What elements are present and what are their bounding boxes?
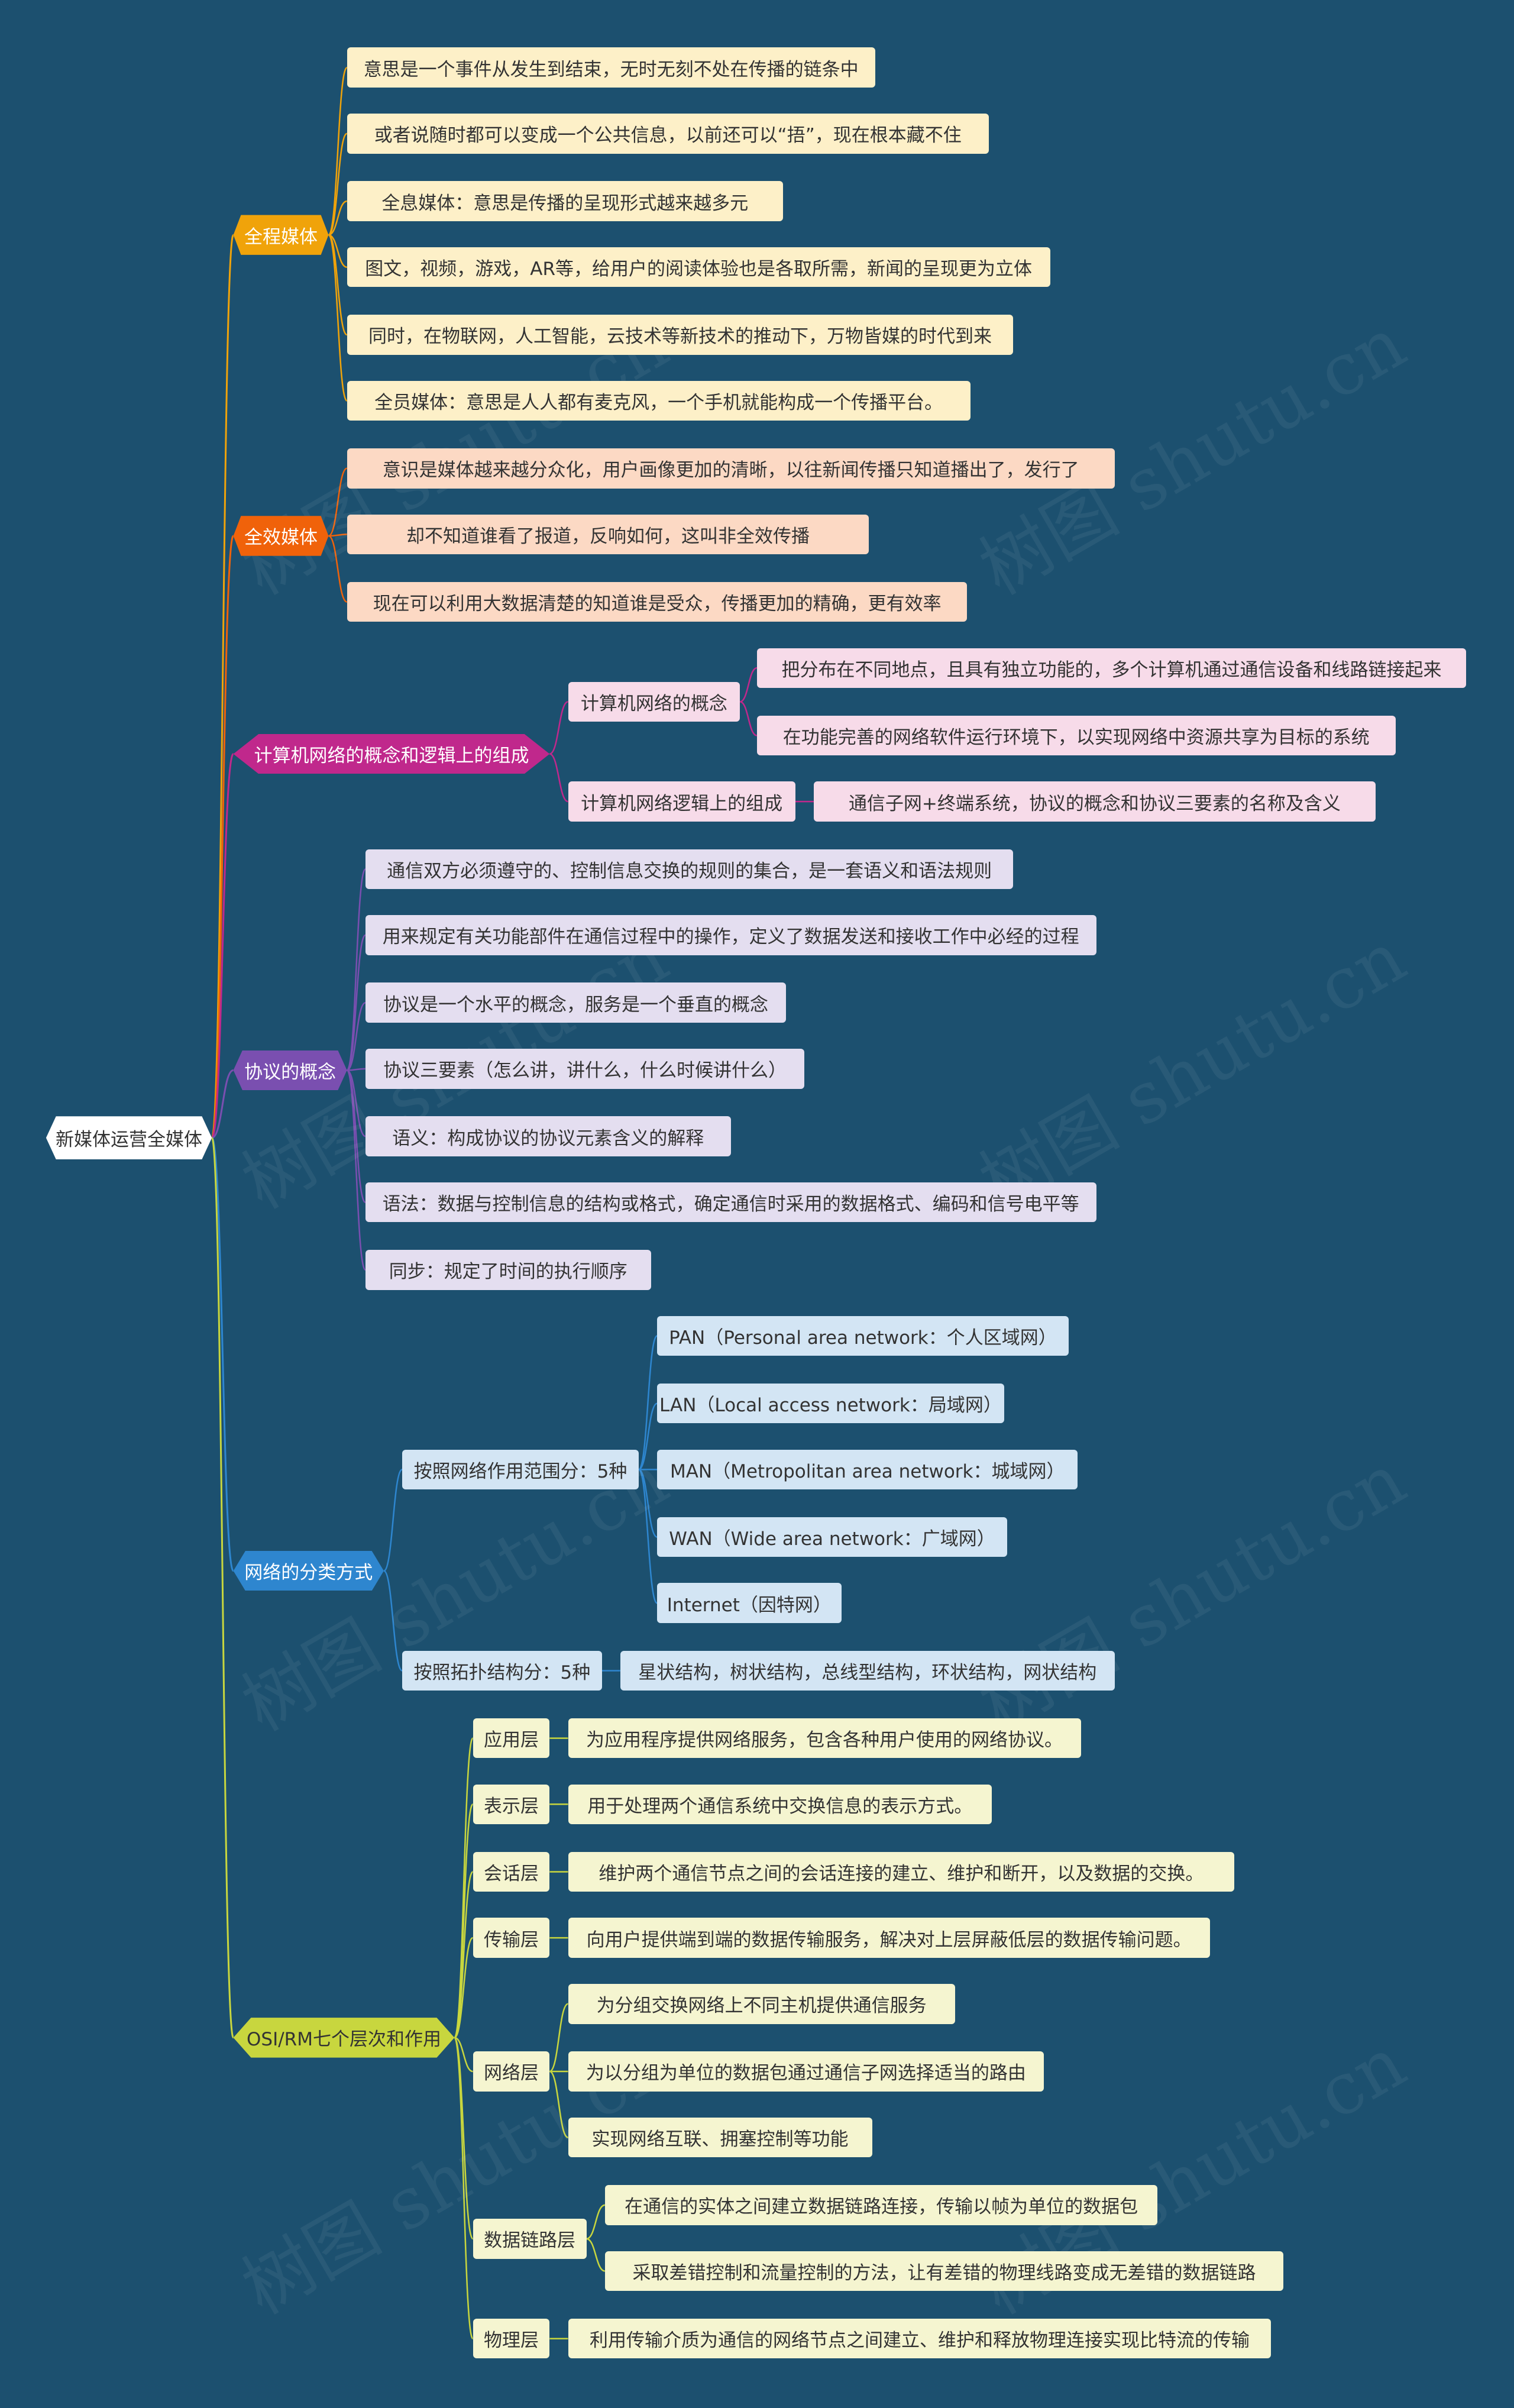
b1-item-6[interactable]: 全员媒体：意思是人人都有麦克风，一个手机就能构成一个传播平台。 — [347, 380, 970, 421]
b4-item-5[interactable]: 语义：构成协议的协议元素含义的解释 — [365, 1116, 731, 1156]
b4-item-7[interactable]: 同步：规定了时间的执行顺序 — [365, 1250, 651, 1290]
connector-line — [549, 701, 569, 755]
osi-layer-2[interactable]: 表示层 — [473, 1784, 550, 1825]
connector-line — [454, 2037, 473, 2073]
connector-line — [638, 1402, 658, 1470]
b5-topology-item-1[interactable]: 星状结构，树状结构，总线型结构，环状结构，网状结构 — [620, 1650, 1115, 1691]
connector-line — [638, 1335, 658, 1470]
connector-line — [346, 1069, 367, 1271]
osi-layer-6-item-1[interactable]: 在通信的实体之间建立数据链路连接，传输以帧为单位的数据包 — [604, 2185, 1158, 2225]
b4-item-4[interactable]: 协议三要素（怎么讲，讲什么，什么时候讲什么） — [365, 1049, 805, 1089]
b4-item-3[interactable]: 协议是一个水平的概念，服务是一个垂直的概念 — [365, 982, 787, 1023]
branch-6[interactable]: OSI/RM七个层次和作用 — [233, 2018, 455, 2058]
b5-range-item-4[interactable]: WAN（Wide area network：广域网） — [657, 1517, 1007, 1557]
connector-line — [328, 66, 348, 236]
b5-sub-range[interactable]: 按照网络作用范围分：5种 — [402, 1449, 639, 1490]
connector-line — [328, 467, 348, 537]
connector-line — [454, 1803, 474, 2039]
connector-line — [586, 2238, 606, 2272]
osi-layer-7[interactable]: 物理层 — [473, 2318, 550, 2359]
connector-line — [211, 753, 235, 1139]
connector-line — [328, 234, 348, 268]
branch-1[interactable]: 全程媒体 — [233, 215, 329, 255]
connector-line — [328, 132, 348, 236]
connector-line — [211, 1069, 234, 1139]
connector-line — [549, 2070, 569, 2138]
b4-item-1[interactable]: 通信双方必须遵守的、控制信息交换的规则的集合，是一套语义和语法规则 — [365, 849, 1014, 890]
connector-line — [454, 2037, 474, 2339]
connector-line — [454, 1871, 474, 2039]
osi-layer-4[interactable]: 传输层 — [473, 1918, 550, 1958]
connector-line — [328, 535, 348, 603]
b3-concept-item-2[interactable]: 在功能完善的网络软件运行环境下，以实现网络中资源共享为目标的系统 — [756, 715, 1396, 756]
b2-item-1[interactable]: 意识是媒体越来越分众化，用户画像更加的清晰，以往新闻传播只知道播出了，发行了 — [347, 448, 1115, 489]
b5-range-item-3[interactable]: MAN（Metropolitan area network：城域网） — [657, 1449, 1078, 1490]
root-node[interactable]: 新媒体运营全媒体 — [46, 1116, 212, 1159]
connector-line — [383, 1469, 403, 1572]
branch-5[interactable]: 网络的分类方式 — [233, 1550, 384, 1591]
branch-2[interactable]: 全效媒体 — [233, 516, 329, 556]
b3-composition-item-1[interactable]: 通信子网+终端系统，协议的概念和协议三要素的名称及含义 — [813, 781, 1376, 822]
connector-line — [638, 1469, 658, 1604]
connector-line — [346, 934, 367, 1071]
osi-layer-3-item-1[interactable]: 维护两个通信节点之间的会话连接的建立、维护和断开，以及数据的交换。 — [568, 1851, 1235, 1892]
connector-line — [328, 234, 348, 402]
branch-3[interactable]: 计算机网络的概念和逻辑上的组成 — [233, 733, 550, 774]
connector-line — [347, 1069, 366, 1137]
connector-line — [739, 667, 758, 703]
b3-sub-composition[interactable]: 计算机网络逻辑上的组成 — [568, 781, 795, 822]
b1-item-1[interactable]: 意思是一个事件从发生到结束，无时无刻不处在传播的链条中 — [347, 47, 875, 88]
b5-sub-topology[interactable]: 按照拓扑结构分：5种 — [402, 1650, 602, 1691]
osi-layer-5-item-1[interactable]: 为分组交换网络上不同主机提供通信服务 — [568, 1984, 955, 2024]
b5-range-item-5[interactable]: Internet（因特网） — [657, 1583, 842, 1623]
osi-layer-7-item-1[interactable]: 利用传输介质为通信的网络节点之间建立、维护和释放物理连接实现比特流的传输 — [568, 2318, 1272, 2359]
b5-range-item-1[interactable]: PAN（Personal area network：个人区域网） — [657, 1315, 1069, 1356]
b2-item-3[interactable]: 现在可以利用大数据清楚的知道谁是受众，传播更加的精确，更有效率 — [347, 581, 968, 622]
b1-item-4[interactable]: 图文，视频，游戏，AR等，给用户的阅读体验也是各取所需，新闻的呈现更为立体 — [347, 247, 1050, 287]
connector-line — [211, 1137, 235, 2039]
connector-line — [211, 535, 235, 1139]
connector-line — [211, 1137, 235, 1572]
osi-layer-2-item-1[interactable]: 用于处理两个通信系统中交换信息的表示方式。 — [568, 1784, 992, 1825]
connector-line — [328, 200, 348, 236]
osi-layer-5-item-2[interactable]: 为以分组为单位的数据包通过通信子网选择适当的路由 — [568, 2051, 1044, 2092]
b1-item-2[interactable]: 或者说随时都可以变成一个公共信息，以前还可以“捂”，现在根本藏不住 — [347, 114, 989, 154]
connector-line — [383, 1570, 403, 1672]
osi-layer-5-item-3[interactable]: 实现网络互联、拥塞控制等功能 — [568, 2117, 872, 2158]
b1-item-3[interactable]: 全息媒体：意思是传播的呈现形式越来越多元 — [347, 181, 783, 221]
branch-4[interactable]: 协议的概念 — [233, 1050, 347, 1091]
b4-item-2[interactable]: 用来规定有关功能部件在通信过程中的操作，定义了数据发送和接收工作中必经的过程 — [365, 915, 1096, 955]
osi-layer-4-item-1[interactable]: 向用户提供端到端的数据传输服务，解决对上层屏蔽低层的数据传输问题。 — [568, 1918, 1210, 1958]
connector-line — [328, 534, 347, 537]
osi-layer-6[interactable]: 数据链路层 — [473, 2219, 587, 2259]
b3-concept-item-1[interactable]: 把分布在不同地点，且具有独立功能的，多个计算机通过通信设备和线路链接起来 — [756, 648, 1467, 688]
connector-line — [211, 234, 235, 1139]
b1-item-5[interactable]: 同时，在物联网，人工智能，云技术等新技术的推动下，万物皆媒的时代到来 — [347, 315, 1014, 355]
b2-item-2[interactable]: 却不知道谁看了报道，反响如何，这叫非全效传播 — [347, 514, 869, 555]
osi-layer-1[interactable]: 应用层 — [473, 1718, 550, 1759]
b5-range-item-2[interactable]: LAN（Local access network：局域网） — [657, 1383, 1004, 1424]
connector-line — [739, 701, 758, 736]
osi-layer-3[interactable]: 会话层 — [473, 1851, 550, 1892]
osi-layer-6-item-2[interactable]: 采取差错控制和流量控制的方法，让有差错的物理线路变成无差错的数据链路 — [604, 2251, 1284, 2291]
connector-line — [638, 1469, 658, 1538]
connector-line — [454, 1937, 474, 2039]
osi-layer-1-item-1[interactable]: 为应用程序提供网络服务，包含各种用户使用的网络协议。 — [568, 1718, 1081, 1759]
osi-layer-5[interactable]: 网络层 — [473, 2051, 550, 2092]
connector-line — [549, 753, 569, 803]
b4-item-6[interactable]: 语法：数据与控制信息的结构或格式，确定通信时采用的数据格式、编码和信号电平等 — [365, 1182, 1096, 1223]
b3-sub-concept[interactable]: 计算机网络的概念 — [568, 681, 740, 722]
connector-line — [347, 1068, 365, 1071]
connector-line — [586, 2204, 606, 2240]
connector-line — [549, 2003, 569, 2073]
connector-line — [347, 1001, 366, 1071]
